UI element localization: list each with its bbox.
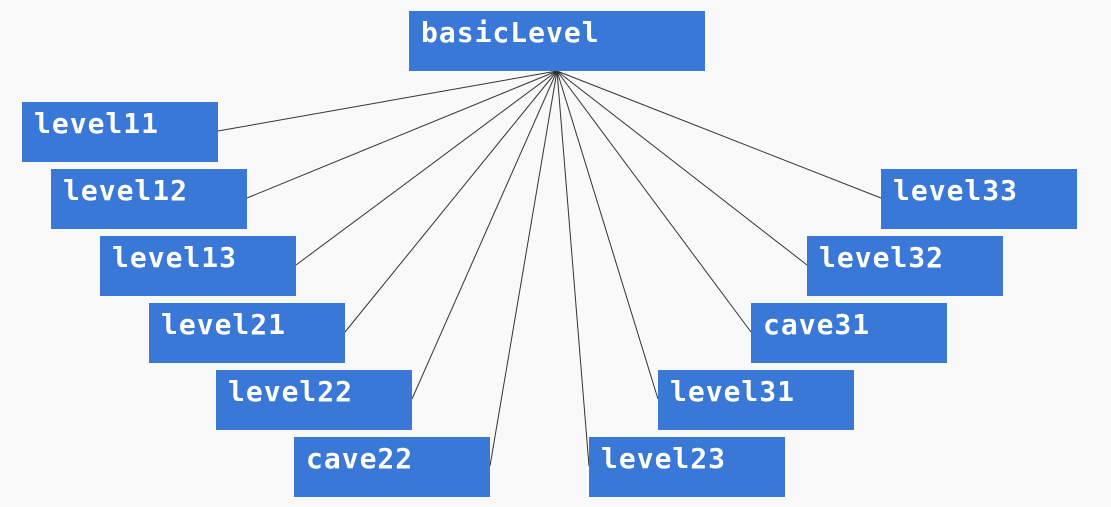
node-level32[interactable]: level32: [807, 236, 1003, 296]
node-level13[interactable]: level13: [100, 236, 296, 296]
edge-basiclevel-level11: [217, 70, 558, 132]
edge-basiclevel-level12: [246, 70, 558, 199]
node-level33[interactable]: level33: [881, 169, 1077, 229]
edge-basiclevel-level21: [344, 70, 558, 333]
node-basiclevel[interactable]: basicLevel: [409, 11, 705, 71]
node-cave31[interactable]: cave31: [751, 303, 947, 363]
edge-basiclevel-cave31: [556, 70, 752, 333]
edge-basiclevel-level23: [556, 70, 590, 467]
node-cave22[interactable]: cave22: [294, 437, 490, 497]
edge-basiclevel-level13: [295, 70, 558, 266]
node-level31[interactable]: level31: [658, 370, 854, 430]
node-level23[interactable]: level23: [589, 437, 785, 497]
edge-basiclevel-cave22: [489, 70, 558, 467]
node-level22[interactable]: level22: [216, 370, 412, 430]
node-level12[interactable]: level12: [51, 169, 247, 229]
edge-basiclevel-level31: [556, 70, 659, 400]
edge-basiclevel-level32: [556, 70, 808, 266]
edge-basiclevel-level33: [556, 70, 882, 199]
node-level21[interactable]: level21: [149, 303, 345, 363]
node-level11[interactable]: level11: [22, 102, 218, 162]
edge-basiclevel-level22: [411, 70, 558, 400]
